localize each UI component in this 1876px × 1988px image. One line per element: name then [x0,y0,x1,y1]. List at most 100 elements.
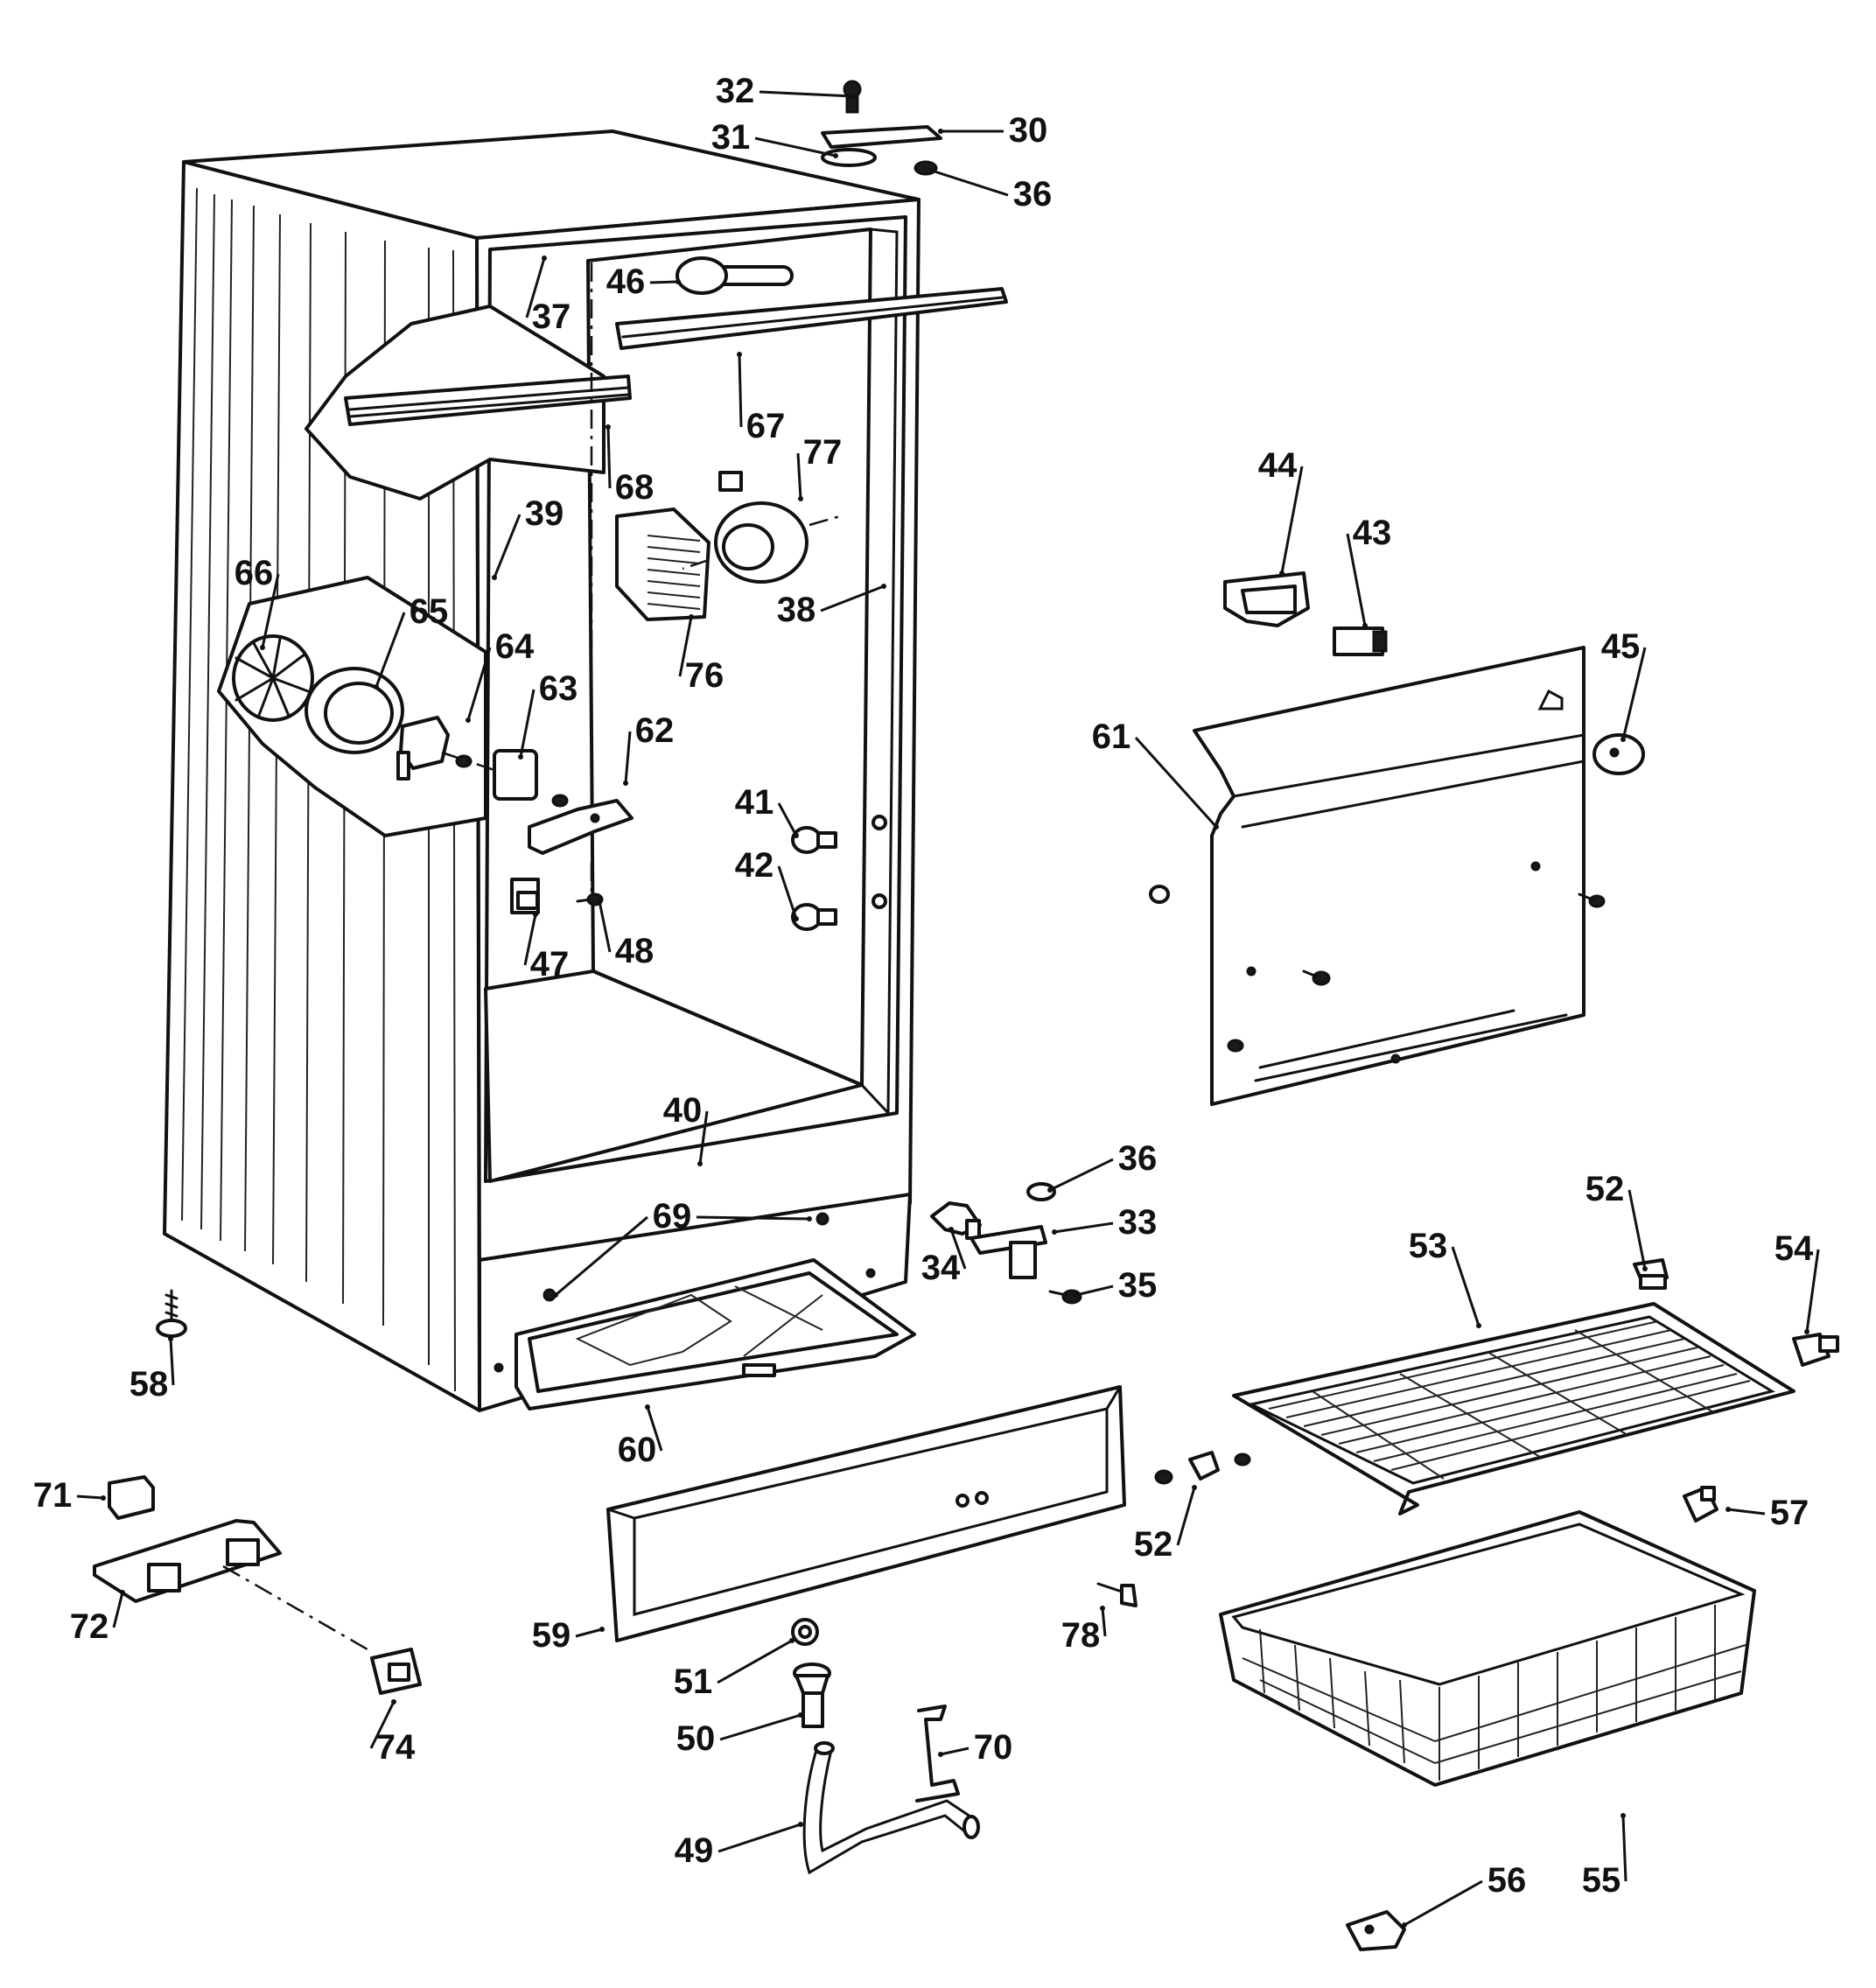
callout-number: 49 [675,1831,714,1870]
leader-line [931,169,1009,197]
fan-shroud-ring [304,667,404,754]
fan-blade [232,634,314,722]
leader-line [718,1823,802,1853]
kick-plate-grille [606,1385,1126,1642]
shelf-stop-clip [1792,1333,1839,1367]
leader-line [1621,1815,1628,1882]
leader-line [646,1406,663,1452]
callout-number: 53 [1409,1227,1448,1265]
leader-line [369,1701,396,1749]
callout-number: 65 [410,592,449,631]
callout-number: 48 [615,932,654,970]
leader-line [1101,1607,1107,1637]
leader-tip [599,1627,605,1632]
callout-number: 72 [70,1607,109,1646]
leader-tip [1362,623,1368,628]
leader-line [696,1215,810,1221]
callout-c70: 70 [938,1728,1012,1767]
leader-tip [645,1404,650,1410]
basket-clip [1683,1486,1718,1522]
callout-number: 76 [685,656,724,695]
callout-c53: 53 [1409,1227,1481,1328]
callout-number: 61 [1092,718,1131,756]
leader-tip [737,352,742,357]
lower-hinge-assembly [930,1182,1082,1305]
callout-c42: 42 [735,846,799,921]
callout-c67: 67 [737,352,785,445]
callout-c45: 45 [1601,627,1647,742]
leader-tip [929,168,934,173]
leader-line [525,257,546,318]
leader-line [374,612,406,688]
leader-line [1054,1222,1114,1234]
leader-tip [833,153,838,158]
shelf-bracket-upper [1633,1258,1669,1290]
leader-line [261,573,280,648]
leader-tip [689,614,694,620]
callout-number: 37 [532,298,571,336]
leader-tip [794,916,799,921]
callout-c43: 43 [1346,514,1391,628]
door-stop-lower [791,903,837,931]
callout-c55: 55 [1582,1813,1628,1900]
callout-c68: 68 [606,424,654,507]
callout-c56: 56 [1402,1861,1526,1928]
callout-c65: 65 [374,592,448,690]
leader-line [820,584,885,612]
leader-tip [518,754,523,760]
leader-tip [789,1638,794,1643]
leader-line [949,1228,967,1270]
leader-tip [533,912,538,917]
callout-c66: 66 [234,554,280,650]
door-stop-upper [791,826,837,854]
callout-c62: 62 [623,711,674,786]
callout-number: 33 [1118,1203,1158,1242]
callout-number: 77 [803,433,843,472]
callout-c59: 59 [532,1616,605,1655]
leader-line [169,1338,175,1386]
light-switch [1333,626,1388,656]
leader-tip [553,1292,558,1298]
leader-line [1628,1189,1647,1270]
callout-number: 60 [618,1431,657,1469]
mullion-pin [1096,1582,1138,1607]
light-shield [1223,571,1310,627]
callout-number: 51 [674,1662,713,1701]
callout-number: 52 [1134,1525,1173,1564]
callout-c51: 51 [674,1638,794,1701]
leader-tip [606,424,611,430]
callout-number: 44 [1258,446,1298,485]
leader-line [1805,1249,1820,1333]
leader-tip [597,899,602,904]
callout-number: 31 [711,118,751,157]
callout-number: 57 [1770,1494,1810,1532]
wire-basket [1219,1510,1756,1787]
callout-c54: 54 [1774,1229,1820,1334]
callout-c50: 50 [676,1712,803,1758]
leader-line [678,616,693,677]
leader-line [759,90,854,98]
callout-number: 47 [530,945,570,984]
callout-number: 63 [539,669,578,708]
leader-tip [623,780,628,786]
thermostat-dial [1592,733,1645,775]
leader-tip [807,1216,812,1222]
leader-line [754,136,836,158]
callout-c37: 37 [525,256,571,336]
motor-mounting-bracket [528,799,634,855]
shelf-bracket-lower [1154,1451,1251,1485]
leader-line [598,900,612,953]
callout-number: 78 [1061,1616,1101,1655]
callout-c64: 64 [466,627,535,723]
basket-glide [1346,1910,1406,1951]
callout-c52b: 52 [1134,1485,1197,1564]
leader-tip [391,1699,396,1704]
top-hinge-assembly [821,80,942,176]
leader-tip [1402,1922,1407,1928]
leader-line [112,1592,124,1628]
callout-number: 62 [635,711,675,750]
evaporator-cover-panel [1193,646,1586,1106]
bracket-clip [510,878,540,914]
callout-c47: 47 [523,912,570,984]
fan-bracket [396,716,450,780]
